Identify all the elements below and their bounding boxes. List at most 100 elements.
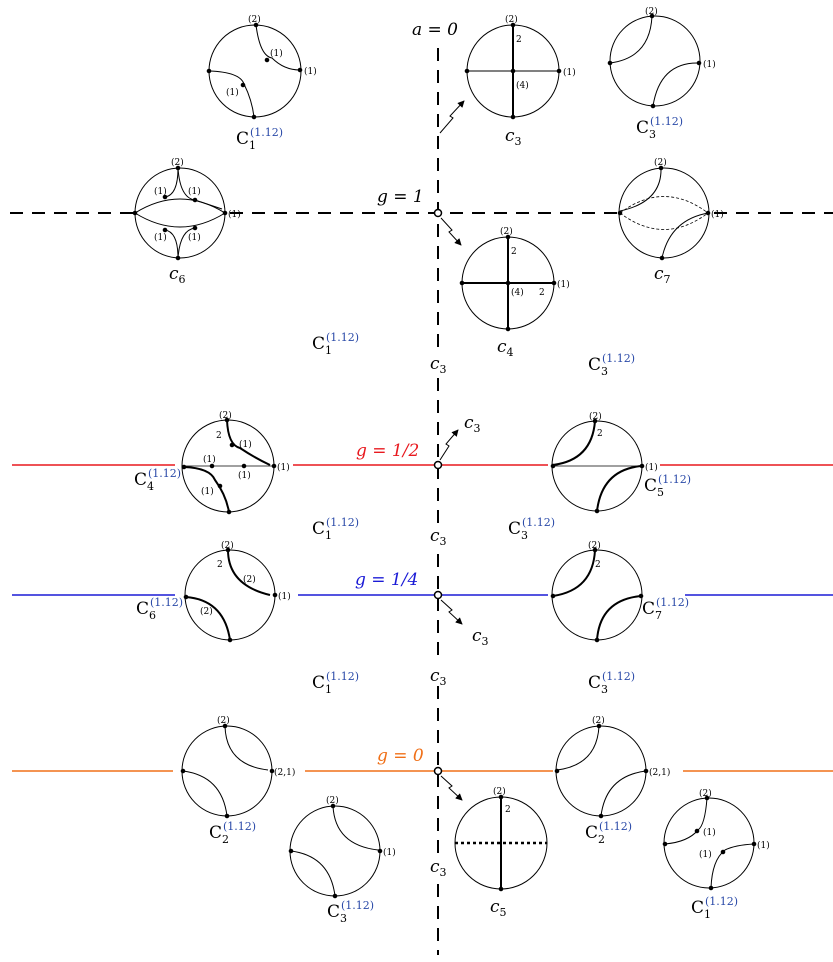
region-label-c1: C1(1.12): [312, 516, 359, 542]
mult-label: (1): [703, 59, 716, 70]
circle-diagram-C4: [181, 417, 277, 515]
mult-label: (1): [188, 232, 201, 243]
mult-label: (2): [654, 157, 667, 168]
mult-label: (2): [326, 795, 339, 806]
arrows: c3 c3: [439, 100, 489, 801]
circle-diagram-C6: [183, 547, 278, 643]
diagrams: [132, 13, 757, 899]
circle-diagram-C3: [288, 803, 383, 899]
caption-C4: C4(1.12): [134, 467, 181, 493]
g0-intersection-point: [433, 766, 443, 776]
caption-c6: c6: [169, 264, 186, 286]
circle-diagram-c6: [132, 165, 228, 261]
axis-c3-labels: c3 c3 c3 c3: [427, 352, 449, 879]
circle-diagram-C1: [662, 795, 757, 891]
caption-C5: C5(1.12): [644, 473, 691, 499]
mult-label: (1): [154, 232, 167, 243]
mult-label: (2): [221, 540, 234, 551]
circle-diagram-c4: [459, 234, 557, 332]
mult-label: 2: [539, 288, 545, 298]
mult-label: 2: [505, 805, 511, 815]
mult-label: (1): [304, 66, 317, 77]
zigzag-arrow: [439, 100, 465, 134]
mult-label: (2): [645, 6, 658, 17]
zigzag-arrow: [440, 599, 463, 625]
a0-label: a = 0: [412, 20, 458, 40]
axis-c3-label: c3: [430, 857, 447, 879]
zigzag-arrow: [439, 429, 459, 461]
mult-label: 2: [516, 35, 522, 45]
mult-label: (4): [511, 287, 524, 298]
mult-label: (2): [500, 226, 513, 237]
mult-label: (2): [699, 788, 712, 799]
g-half-label: g = 1/2: [356, 441, 419, 461]
mult-label: (2,1): [274, 767, 295, 778]
region-label-c1: C1(1.12): [312, 670, 359, 696]
mult-label: (1): [277, 462, 290, 473]
multiplicity-labels: (2) (1) (1) (1) (2) 2 (1) (4) (2) (1) (2…: [154, 6, 770, 860]
zigzag-arrow: [440, 775, 463, 801]
region-labels: C1(1.12) C3(1.12) C1(1.12) C3(1.12) C1(1…: [312, 331, 635, 696]
g-quarter-label: g = 1/4: [355, 570, 418, 590]
circle-diagram-c5: [454, 794, 548, 892]
caption-C1: C1(1.12): [236, 126, 283, 152]
mult-label: 2: [216, 431, 222, 441]
mult-label: (1): [203, 454, 216, 465]
caption-c5: c5: [490, 897, 507, 919]
mult-label: (1): [238, 470, 251, 481]
mult-label: (1): [228, 209, 241, 220]
mult-label: (2): [505, 14, 518, 25]
arrow-label-c3: c3: [464, 413, 481, 435]
caption-C3: C3(1.12): [327, 899, 374, 925]
axis-c3-label: c3: [430, 666, 447, 688]
g1-intersection-point: [433, 208, 443, 218]
caption-C1: C1(1.12): [691, 895, 738, 921]
mult-label: (1): [226, 87, 239, 98]
region-label-c3: C3(1.12): [588, 670, 635, 696]
axis-c3-label: c3: [430, 526, 447, 548]
caption-C3: C3(1.12): [636, 115, 683, 141]
circle-diagram-C2: [180, 723, 275, 819]
mult-label: 2: [511, 247, 517, 257]
g1-label: g = 1: [377, 187, 424, 207]
mult-label: (2): [248, 14, 261, 25]
mult-label: (4): [516, 80, 529, 91]
caption-c4: c4: [497, 337, 514, 359]
mult-label: (1): [557, 279, 570, 290]
mult-label: (2): [589, 411, 602, 422]
mult-label: (2): [171, 157, 184, 168]
caption-C2: C2(1.12): [209, 820, 256, 846]
diagram-captions: C1(1.12) c3 C3(1.12) c6 c4 c7 C4(1.12) C…: [134, 115, 738, 925]
mult-label: (2): [493, 786, 506, 797]
caption-c7: c7: [654, 264, 671, 286]
mult-label: (2,1): [649, 767, 670, 778]
mult-label: (1): [703, 827, 716, 838]
circle-diagram-c3: [464, 22, 562, 120]
mult-label: (1): [278, 591, 291, 602]
mult-label: (2): [217, 715, 230, 726]
mult-label: (2): [219, 410, 232, 421]
caption-C6: C6(1.12): [136, 596, 183, 622]
mult-label: (1): [711, 209, 724, 220]
caption-C7: C7(1.12): [642, 596, 689, 622]
g-quarter-intersection-point: [433, 590, 443, 600]
circle-diagram-C2: [554, 723, 649, 819]
mult-label: (1): [201, 486, 214, 497]
line-labels: a = 0 g = 1 g = 1/2 g = 1/4 g = 0: [355, 17, 466, 766]
circle-diagram-C5: [550, 418, 645, 514]
mult-label: (1): [188, 186, 201, 197]
circle-diagram-c7: [617, 165, 711, 261]
mult-label: (1): [645, 462, 658, 473]
mult-label: (1): [270, 48, 283, 59]
g0-label: g = 0: [377, 746, 424, 766]
mult-label: (2): [588, 540, 601, 551]
mult-label: (1): [757, 840, 770, 851]
caption-c3: c3: [505, 126, 522, 148]
mult-label: (2): [243, 574, 256, 585]
mult-label: 2: [595, 560, 601, 570]
mult-label: 2: [217, 560, 223, 570]
mult-label: (1): [563, 67, 576, 78]
mult-label: (1): [383, 847, 396, 858]
axis-c3-label: c3: [430, 354, 447, 376]
